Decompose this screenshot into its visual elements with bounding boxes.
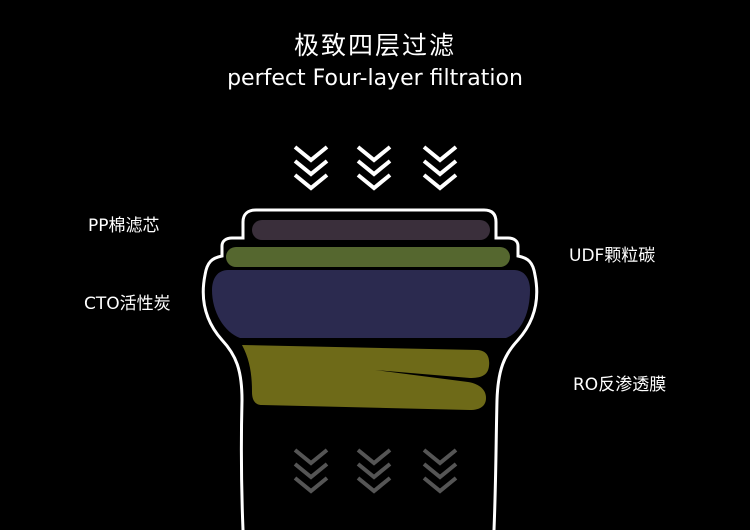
chevron-down-icon xyxy=(293,448,329,494)
chevron-down-icon xyxy=(293,145,329,191)
chevron-down-icon xyxy=(422,448,458,494)
label-ro-membrane: RO反渗透膜 xyxy=(573,375,667,395)
ro-layer xyxy=(242,345,490,410)
chevron-down-icon xyxy=(422,145,458,191)
outflow-arrows xyxy=(293,448,458,494)
cto-layer xyxy=(212,270,530,338)
chevron-down-icon xyxy=(356,448,392,494)
filter-housing-outline xyxy=(201,208,539,530)
inflow-arrows xyxy=(293,145,458,191)
label-cto-carbon: CTO活性炭 xyxy=(84,294,171,314)
page-title: 极致四层过滤 xyxy=(293,31,456,60)
pp-layer xyxy=(252,220,490,240)
page-subtitle: perfect Four-layer filtration xyxy=(227,66,523,91)
udf-layer xyxy=(226,247,510,267)
chevron-down-icon xyxy=(356,145,392,191)
label-udf-carbon: UDF颗粒碳 xyxy=(569,246,656,266)
label-pp-cotton: PP棉滤芯 xyxy=(88,216,160,236)
